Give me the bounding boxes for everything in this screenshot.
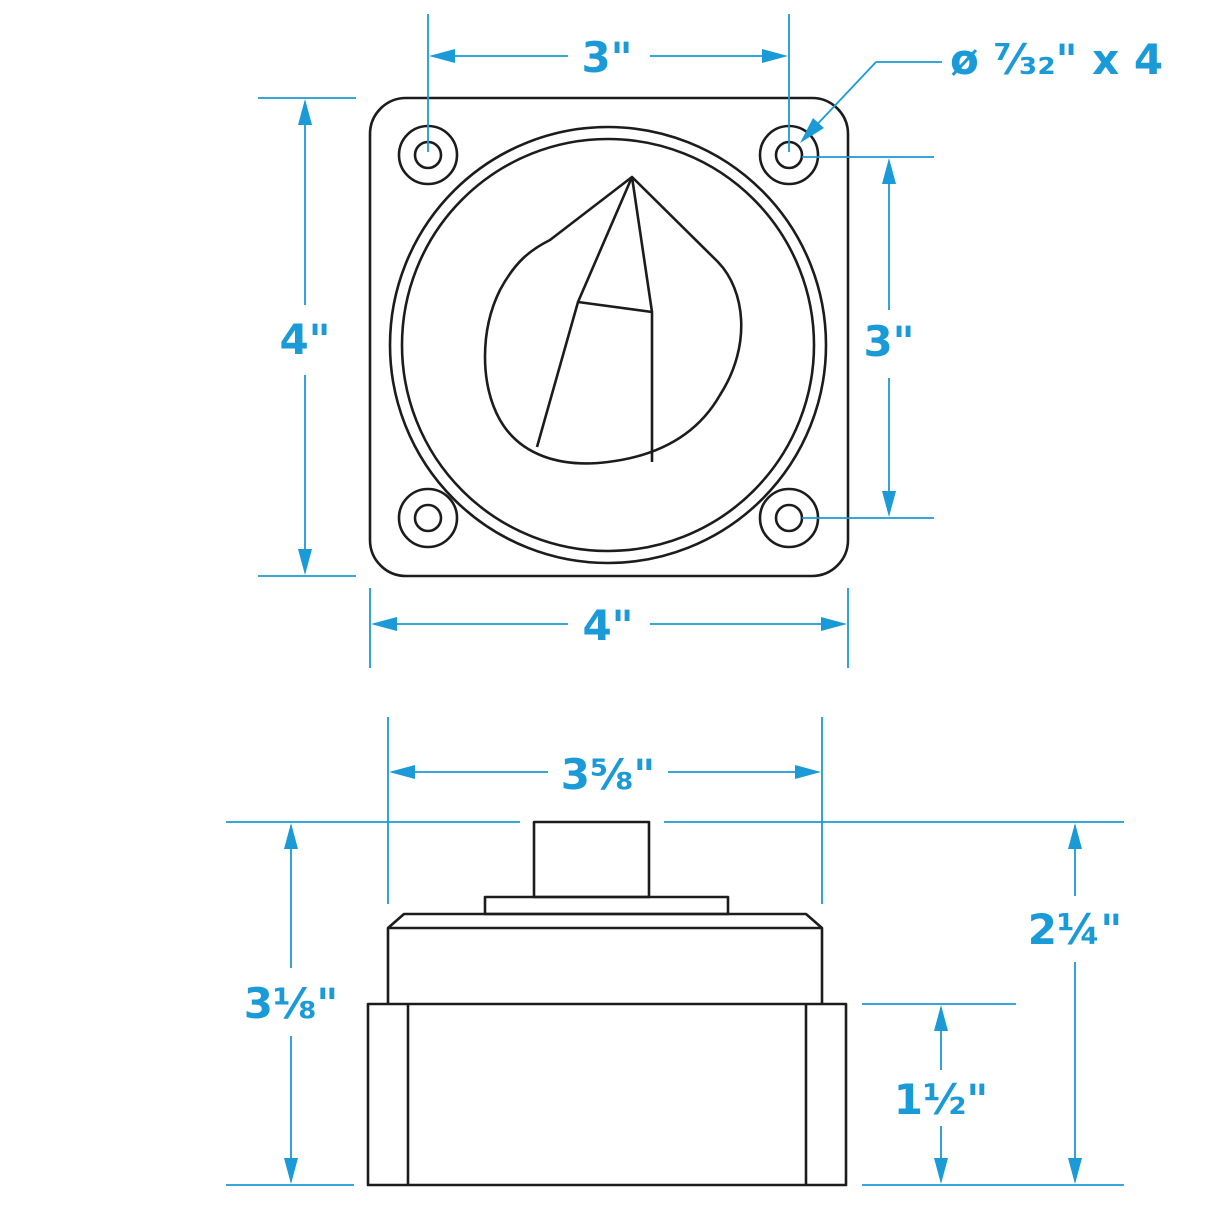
mounting-plate [368,96,850,578]
dim-side-right-height-label: 2¼" [1028,905,1123,954]
dim-bottom-width-label: 4" [582,601,633,650]
dim-top-width: 3" [427,14,790,152]
dim-left-height-label: 4" [279,315,330,364]
dim-hole-label: ø ⁷⁄₃₂" x 4 [950,35,1163,84]
dim-hole-callout: ø ⁷⁄₃₂" x 4 [800,35,1163,143]
dim-side-right-height: 2¼" [1028,823,1123,1184]
base-block [366,1002,848,1187]
dim-right-height: 3" [802,156,934,519]
dial-inner-ring [400,137,816,553]
dim-side-left-height: 3⅛" [244,823,339,1184]
rotary-knob [483,175,743,465]
mounting-holes [397,124,820,549]
dim-left-height: 4" [258,97,356,577]
dim-bottom-width: 4" [369,588,849,668]
dim-side-top-width-label: 3⅝" [561,750,656,799]
dim-base-height: 1½" [862,1003,1016,1184]
mounting-hole-bottom-left [397,487,459,549]
dim-top-width-label: 3" [581,33,632,82]
dim-side-left-height-label: 3⅛" [244,979,339,1028]
top-view: 3" ø ⁷⁄₃₂" x 4 4" 3" [258,14,1163,668]
dim-base-height-label: 1½" [894,1075,989,1124]
side-view: 3⅝" 3⅛" 2¼" [226,717,1124,1187]
knob-shoulder [483,895,730,916]
dim-side-top-width: 3⅝" [387,717,823,904]
dial-outer-ring [388,125,828,565]
knob-stem [532,820,651,899]
dim-right-height-label: 3" [863,317,914,366]
